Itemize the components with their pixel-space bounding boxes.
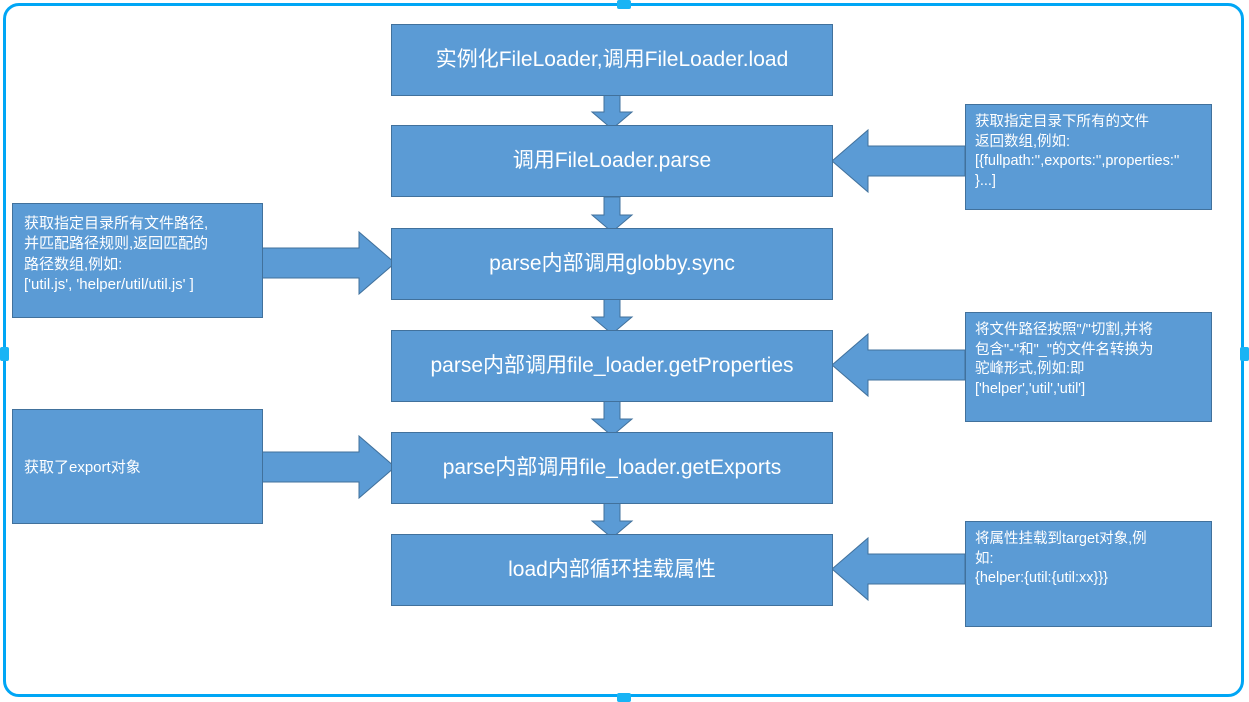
annotation-note-parse[interactable]: 获取指定目录下所有的文件 返回数组,例如: [{fullpath:'',expo…	[965, 104, 1212, 210]
flow-node-step-4[interactable]: parse内部调用file_loader.getProperties	[391, 330, 833, 402]
arrow-right-icon	[261, 230, 396, 296]
flow-node-label: parse内部调用file_loader.getProperties	[430, 353, 794, 377]
flow-node-step-6[interactable]: load内部循环挂载属性	[391, 534, 833, 606]
resize-handle-bottom[interactable]	[617, 693, 631, 702]
arrow-right-icon	[261, 434, 396, 500]
flow-node-step-3[interactable]: parse内部调用globby.sync	[391, 228, 833, 300]
flow-node-label: parse内部调用globby.sync	[489, 251, 735, 275]
arrow-left-icon	[831, 128, 966, 194]
flow-node-label: parse内部调用file_loader.getExports	[442, 455, 782, 479]
flow-node-step-2[interactable]: 调用FileLoader.parse	[391, 125, 833, 197]
annotation-note-getexports[interactable]: 获取了export对象	[12, 409, 263, 524]
arrow-down-icon	[590, 400, 634, 437]
flow-node-label: 调用FileLoader.parse	[512, 148, 712, 172]
flow-node-label: 实例化FileLoader,调用FileLoader.load	[435, 47, 789, 71]
arrow-down-icon	[590, 298, 634, 335]
arrow-left-icon	[831, 536, 966, 602]
annotation-note-getproperties[interactable]: 将文件路径按照"/"切割,并将 包含"-"和"_"的文件名转换为 驼峰形式,例如…	[965, 312, 1212, 422]
arrow-down-icon	[590, 502, 634, 539]
flow-node-step-5[interactable]: parse内部调用file_loader.getExports	[391, 432, 833, 504]
arrow-down-icon	[590, 93, 634, 130]
annotation-note-globby[interactable]: 获取指定目录所有文件路径, 并匹配路径规则,返回匹配的 路径数组,例如: ['u…	[12, 203, 263, 318]
flow-node-label: load内部循环挂载属性	[508, 557, 716, 581]
arrow-left-icon	[831, 332, 966, 398]
annotation-note-load[interactable]: 将属性挂载到target对象,例 如: {helper:{util:{util:…	[965, 521, 1212, 627]
arrow-down-icon	[590, 196, 634, 233]
resize-handle-top[interactable]	[617, 0, 631, 9]
resize-handle-left[interactable]	[0, 347, 9, 361]
flow-node-step-1[interactable]: 实例化FileLoader,调用FileLoader.load	[391, 24, 833, 96]
resize-handle-right[interactable]	[1240, 347, 1249, 361]
